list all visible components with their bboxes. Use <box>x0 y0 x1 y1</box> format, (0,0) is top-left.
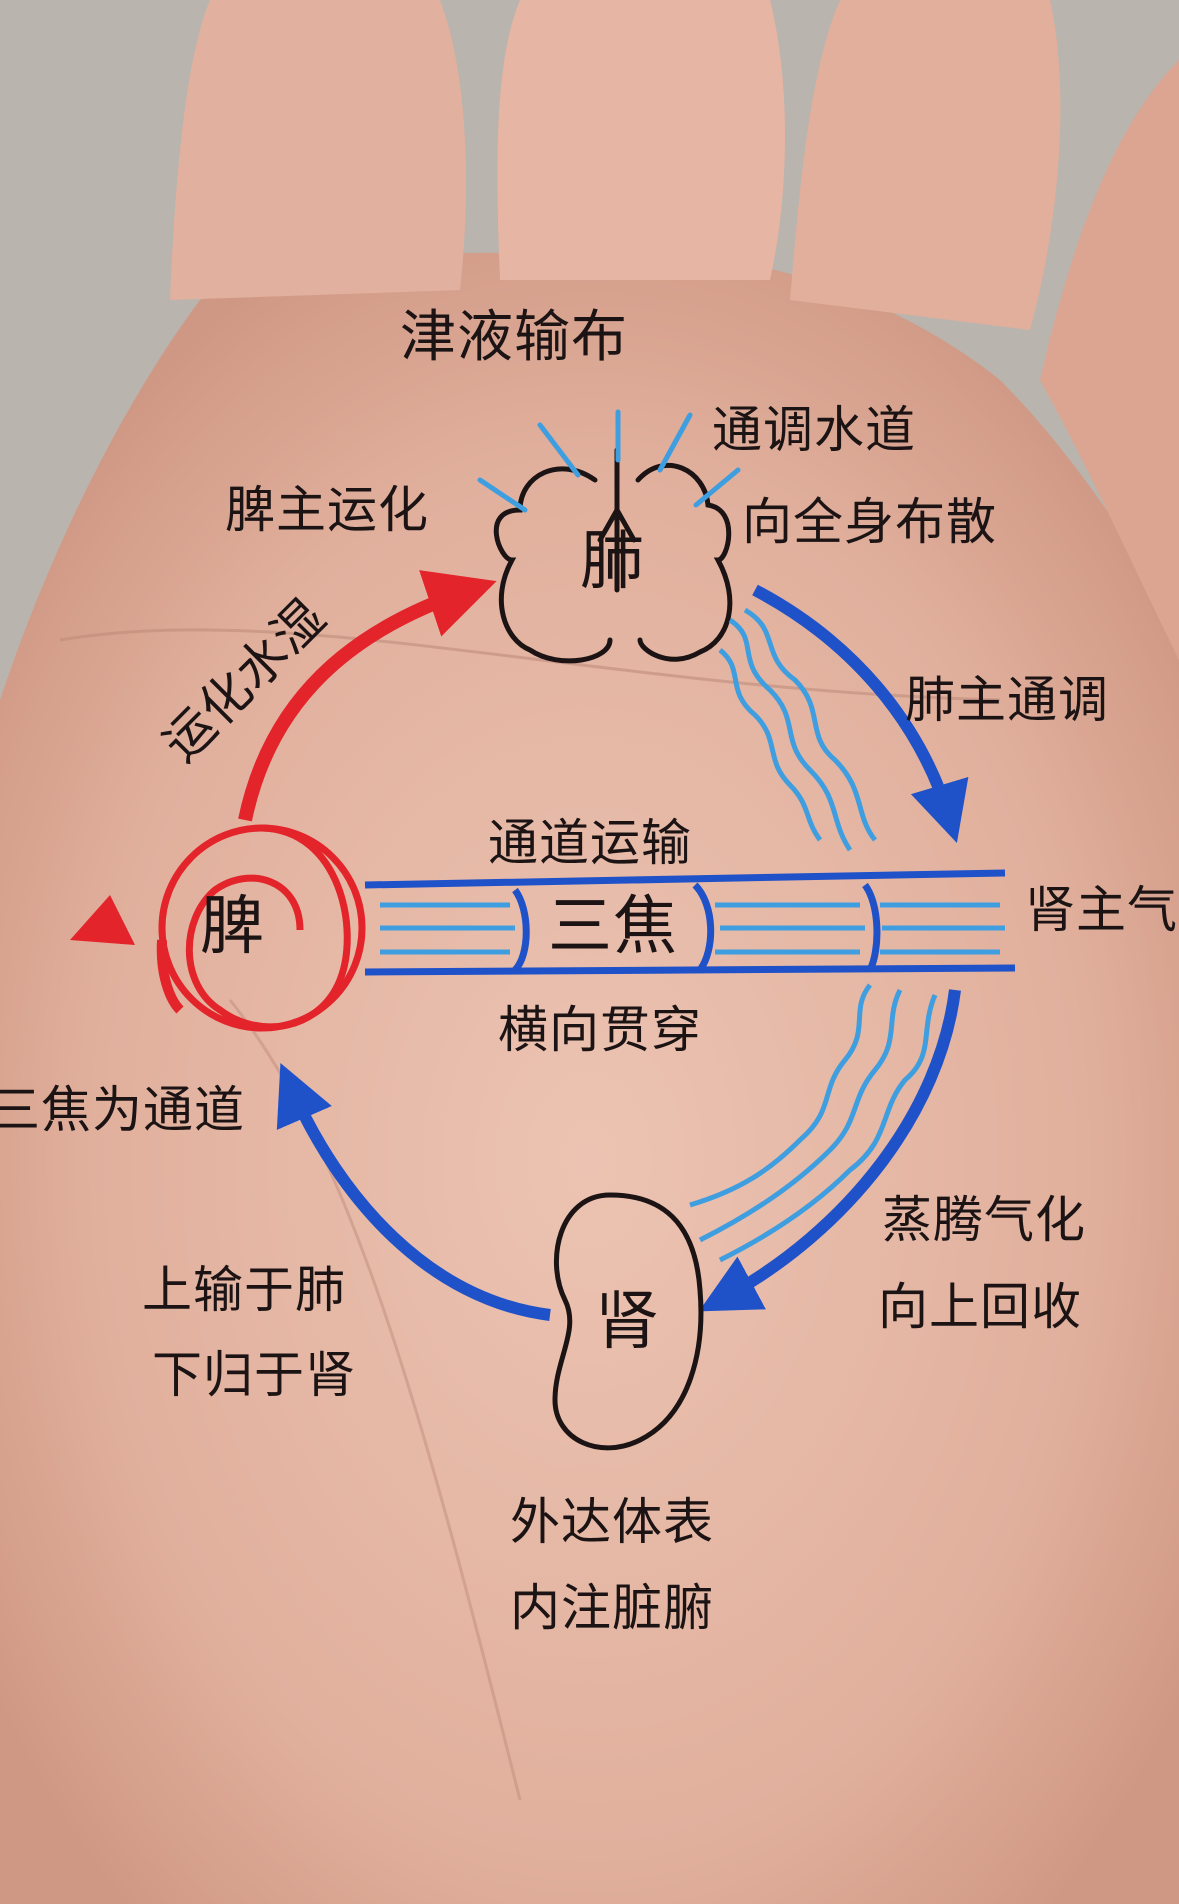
lung-role-label: 肺主通调 <box>905 671 1109 729</box>
diagram-title: 津液输布 <box>400 305 628 370</box>
out-label-2: 内注脏腑 <box>510 1579 714 1637</box>
steam-label-1: 蒸腾气化 <box>882 1191 1086 1249</box>
spleen-role-label: 脾主运化 <box>225 481 429 539</box>
spleen-left-arrowhead <box>70 895 135 945</box>
lung-note-line1: 通调水道 <box>712 401 916 459</box>
sanjiao-inner-lines <box>380 902 1005 955</box>
lung-outline <box>493 447 733 664</box>
kidney-role-label: 肾主气 <box>1025 881 1178 939</box>
steam-up-arrow <box>698 989 961 1312</box>
lung-spray-lines <box>477 409 741 513</box>
sanjiao-bottom-label: 横向贯穿 <box>498 1001 702 1059</box>
up-label-1: 上输于肺 <box>142 1261 346 1319</box>
spleen-passage-label: 三焦为通道 <box>0 1081 245 1139</box>
palm <box>0 250 1179 1904</box>
kidney-outline <box>552 1192 704 1451</box>
finger-ring <box>790 0 1061 330</box>
finger-index <box>170 0 466 300</box>
lung-to-sanjiao-arrow <box>752 584 969 843</box>
sanjiao-tube <box>364 869 1016 976</box>
lung-label: 肺 <box>580 525 645 599</box>
sanjiao-top-label: 通道运输 <box>488 814 692 872</box>
spleen-to-lung-arrow <box>238 570 497 822</box>
sanjiao-label: 三焦 <box>548 890 678 964</box>
steam-label-2: 向上回收 <box>878 1278 1082 1336</box>
lung-note-line2: 向全身布散 <box>742 493 997 551</box>
palm-crease <box>59 628 1001 702</box>
spleen-side-arrow <box>156 939 184 1014</box>
up-label-2: 下归于肾 <box>152 1346 356 1404</box>
out-label-1: 外达体表 <box>510 1493 714 1551</box>
kidney-label: 肾 <box>595 1285 660 1359</box>
lung-wave-lines <box>718 607 877 852</box>
finger-middle <box>497 0 785 280</box>
kidney-to-spleen-arrow <box>276 1062 551 1321</box>
spleen-label: 脾 <box>200 890 265 964</box>
finger-little <box>1040 60 1179 660</box>
spleen-spiral <box>158 824 366 1032</box>
down-wave-lines <box>689 983 938 1263</box>
